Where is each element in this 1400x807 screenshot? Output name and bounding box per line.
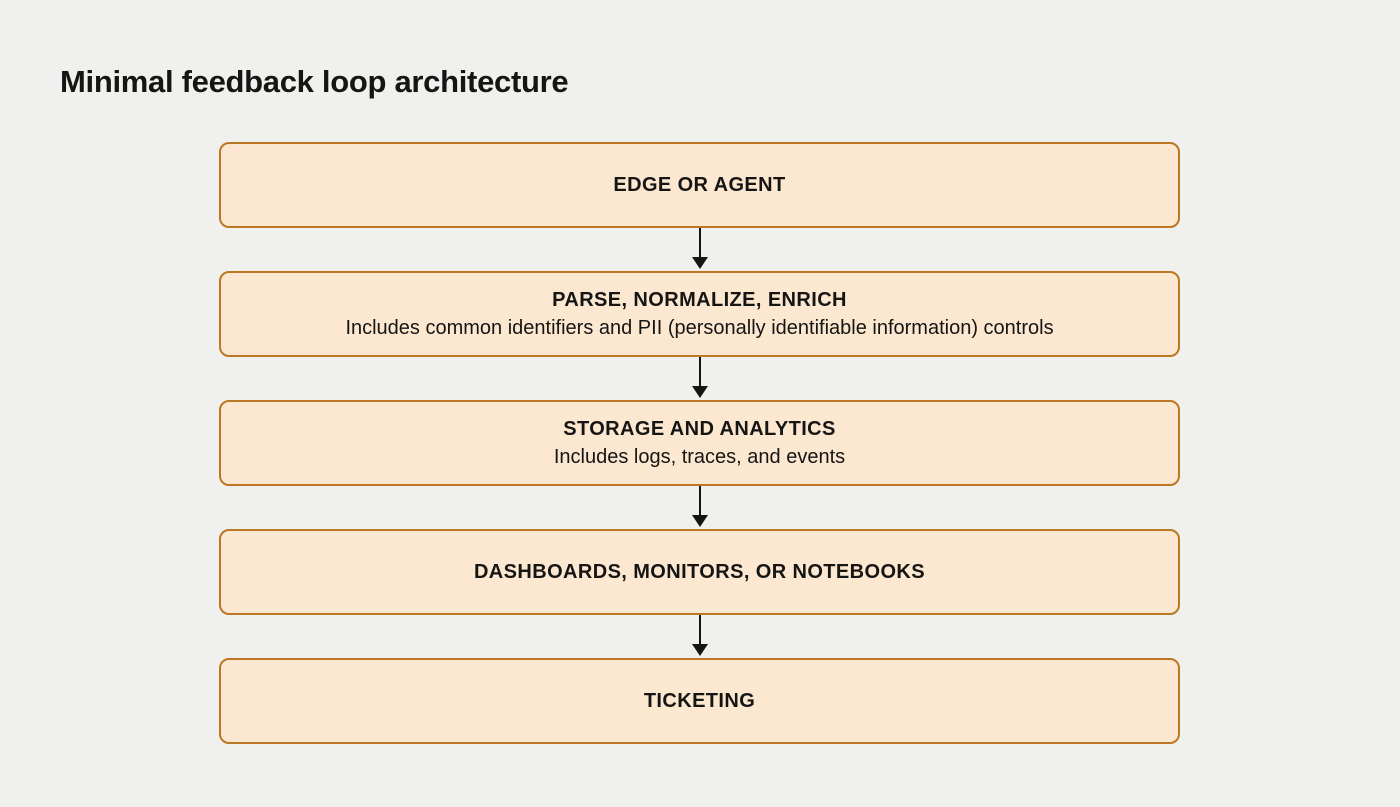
node-title: TICKETING: [643, 689, 756, 712]
node-title: STORAGE AND ANALYTICS: [563, 417, 836, 440]
arrow-down-connector: [219, 228, 1180, 271]
arrow-shaft: [698, 486, 701, 516]
arrow-down-connector: [219, 486, 1180, 529]
flow-node-dashboards-monitors-notebooks: DASHBOARDS, MONITORS, OR NOTEBOOKS: [219, 529, 1180, 615]
arrow-shaft: [698, 228, 701, 258]
flow-node-storage-and-analytics: STORAGE AND ANALYTICS Includes logs, tra…: [219, 400, 1180, 486]
node-subtitle: Includes logs, traces, and events: [553, 445, 846, 468]
node-subtitle: Includes common identifiers and PII (per…: [345, 316, 1054, 339]
flowchart: EDGE OR AGENT PARSE, NORMALIZE, ENRICH I…: [219, 142, 1180, 744]
arrow-head-icon: [691, 644, 708, 656]
flow-node-edge-or-agent: EDGE OR AGENT: [219, 142, 1180, 228]
arrow-head-icon: [691, 515, 708, 527]
node-title: DASHBOARDS, MONITORS, OR NOTEBOOKS: [473, 560, 926, 583]
node-title: EDGE OR AGENT: [613, 173, 786, 196]
flow-node-parse-normalize-enrich: PARSE, NORMALIZE, ENRICH Includes common…: [219, 271, 1180, 357]
arrow-shaft: [698, 615, 701, 645]
arrow-head-icon: [691, 257, 708, 269]
page-title: Minimal feedback loop architecture: [60, 64, 569, 99]
arrow-head-icon: [691, 386, 708, 398]
flow-node-ticketing: TICKETING: [219, 658, 1180, 744]
arrow-down-connector: [219, 357, 1180, 400]
arrow-shaft: [698, 357, 701, 387]
arrow-down-connector: [219, 615, 1180, 658]
node-title: PARSE, NORMALIZE, ENRICH: [552, 288, 847, 311]
